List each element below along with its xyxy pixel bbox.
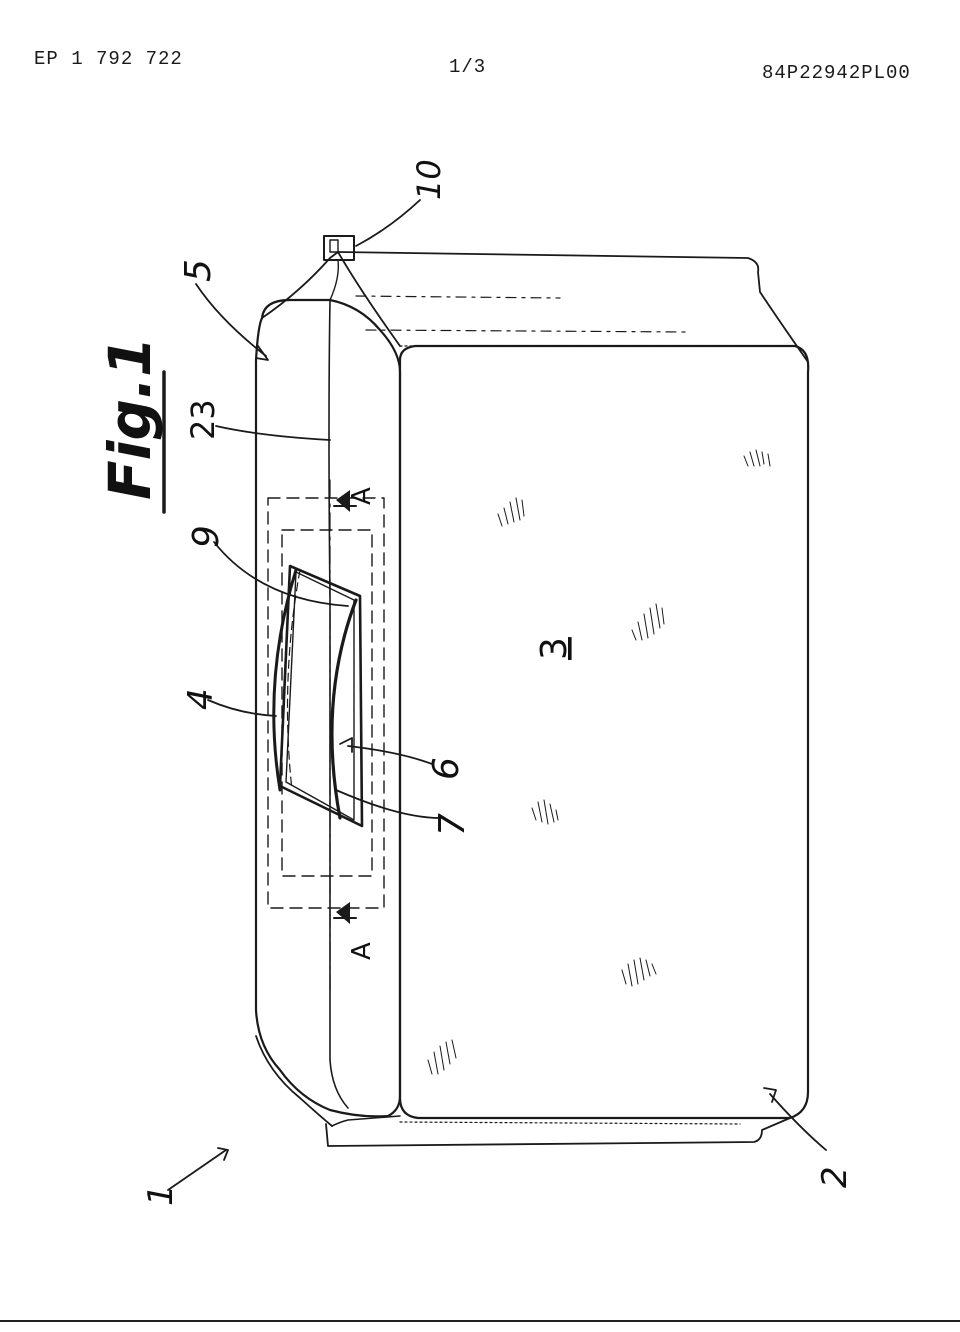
section-mark-top: A xyxy=(347,487,377,505)
ref-numeral-10: 10 xyxy=(410,159,448,200)
leader-4 xyxy=(207,699,277,717)
docket-number: 84P22942PL00 xyxy=(762,62,911,84)
ref-numeral-9: 9 xyxy=(186,525,227,548)
ref-numeral-7: 7 xyxy=(432,813,473,836)
leader-6 xyxy=(347,745,433,765)
handle-inner-dashed xyxy=(281,529,373,877)
handle-outer-dashed xyxy=(267,497,385,909)
ref-numeral-6: 6 xyxy=(426,757,467,780)
surface-hatching xyxy=(427,449,771,1075)
leader-10 xyxy=(355,199,421,247)
end-gusset-bottom xyxy=(255,1035,333,1127)
section-mark-bottom: A xyxy=(347,942,377,960)
ref-numeral-4: 4 xyxy=(181,688,221,710)
figure-title: Fig.1 xyxy=(96,337,164,500)
package-top-face xyxy=(254,298,402,1118)
leader-5 xyxy=(195,283,267,357)
closure-box xyxy=(323,235,355,261)
leader-23 xyxy=(215,425,331,441)
leader-9 xyxy=(213,541,349,607)
leader-1 xyxy=(167,1149,227,1191)
bottom-rule xyxy=(0,1320,960,1322)
ref-numeral-3: 3 xyxy=(534,637,575,660)
leader-2 xyxy=(769,1093,827,1151)
ref-numeral-23: 23 xyxy=(184,399,222,440)
sheet-number: 1/3 xyxy=(449,56,487,78)
leader-7 xyxy=(335,789,441,819)
package-front-face xyxy=(398,344,810,1120)
ref-numeral-2: 2 xyxy=(815,1166,855,1188)
ref-numeral-5: 5 xyxy=(178,259,219,282)
ref-numeral-1: 1 xyxy=(141,1184,181,1206)
handle-plate xyxy=(278,564,364,828)
handle-grip xyxy=(272,568,298,792)
seam-line xyxy=(328,299,349,1109)
publication-number: EP 1 792 722 xyxy=(34,48,183,70)
